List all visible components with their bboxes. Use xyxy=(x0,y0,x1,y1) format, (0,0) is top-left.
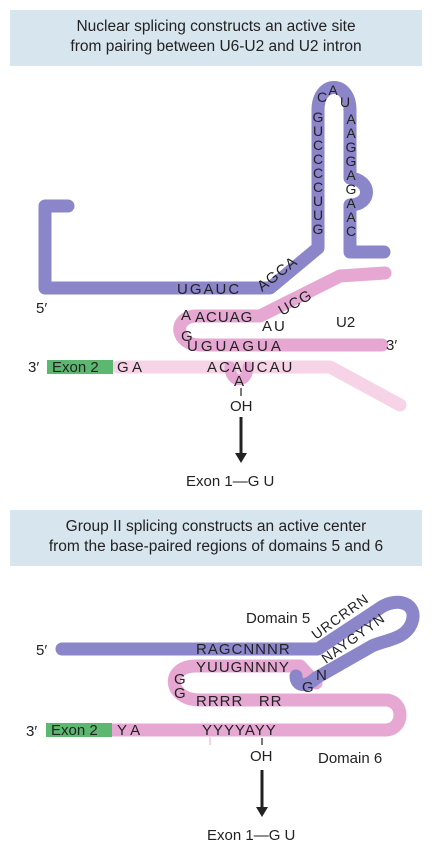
loop-nt: A xyxy=(328,82,338,98)
stem_left-nt: G xyxy=(313,109,324,125)
stem_left-nt: U xyxy=(313,123,323,139)
stem_left-nt: C xyxy=(313,179,323,195)
branch-point-a: A xyxy=(234,373,244,390)
domain6-strand xyxy=(105,659,407,737)
stem_left-nt: C xyxy=(313,137,323,153)
domain5-n: N xyxy=(316,667,327,684)
bulge-a: A xyxy=(181,307,191,324)
top-panel: 5′ 3′ 3′ Exon 2 G A U2 UGAUC AGCA GUCCCC… xyxy=(28,81,407,490)
bottom-exon2-tail: Y A xyxy=(117,722,140,739)
stem_right-nt: G xyxy=(346,139,357,155)
stem_left-nt: C xyxy=(313,165,323,181)
domain6-row3: RRRR RR xyxy=(196,693,283,710)
top-title-line-1: Nuclear splicing constructs an active si… xyxy=(76,18,356,35)
bottom-panel: 5′ 3′ Exon 2 Y A Domain 5 Domain 6 RAGCN… xyxy=(26,590,420,844)
exon2-block-bottom xyxy=(46,723,112,737)
stem_left-nt: C xyxy=(313,151,323,167)
stem_left-nt: U xyxy=(313,207,323,223)
u2-label: U2 xyxy=(336,314,355,331)
domain5-label: Domain 5 xyxy=(246,610,310,627)
domain5-row1: RAGCNNNR xyxy=(196,641,291,658)
stem_right-nt: A xyxy=(346,111,356,127)
stem_right-nt: G xyxy=(346,153,357,169)
top-exon2-label: Exon 2 xyxy=(52,359,99,376)
u2-sequence-row: UGUAGUA xyxy=(187,338,284,355)
intron-sequence-row: ACAUCAU xyxy=(207,359,294,376)
top-three-prime-right: 3′ xyxy=(386,337,397,354)
bottom-exon2-label: Exon 2 xyxy=(51,722,98,739)
bottom-panel-title: Group II splicing constructs an active c… xyxy=(10,510,422,566)
bottom-title-line-2: from the base-paired regions of domains … xyxy=(48,538,384,555)
bulge-g: G xyxy=(181,328,193,345)
branch-bulge xyxy=(224,361,254,386)
u6-strand xyxy=(38,81,391,295)
gg-g1: G xyxy=(174,671,186,688)
bottom-oh: OH xyxy=(250,748,273,765)
gg-g2: G xyxy=(174,685,186,702)
stem_right-nt: A xyxy=(346,167,356,183)
bottom-title-line-1: Group II splicing constructs an active c… xyxy=(65,518,367,535)
top-three-prime-left: 3′ xyxy=(28,359,39,376)
top-exon2-tail: G A xyxy=(117,359,142,376)
stem_right-nt: A xyxy=(346,125,356,141)
bottom-product: Exon 1—G U xyxy=(207,827,295,844)
u2-strand xyxy=(173,266,392,352)
domain6-row4: YYYYAYY xyxy=(202,722,277,739)
bottom-three-prime: 3′ xyxy=(26,723,37,740)
top-five-prime: 5′ xyxy=(36,300,47,317)
intron-strand-light xyxy=(111,360,407,412)
domain5-row2: YUUGNNNY xyxy=(196,659,290,676)
top-title-line-2: from pairing between U6-U2 and U2 intron xyxy=(70,38,362,55)
top-product: Exon 1—G U xyxy=(186,473,274,490)
stem_right-nt: A xyxy=(346,209,356,225)
stem_right-nt: G xyxy=(346,181,357,197)
stem_left-nt: U xyxy=(313,193,323,209)
domain5-g: G xyxy=(302,679,314,696)
bottom-five-prime: 5′ xyxy=(36,642,47,659)
helix-au: AU xyxy=(262,318,287,335)
u6-sequence-row: UGAUC xyxy=(177,281,241,298)
helix-top-sequence: ACUAG xyxy=(195,309,253,326)
top-oh: OH xyxy=(230,398,253,415)
domain6-label: Domain 6 xyxy=(318,750,382,767)
stem_right-nt: C xyxy=(346,223,356,239)
domain5-strand xyxy=(55,595,420,691)
loop-nt: U xyxy=(340,94,350,110)
stem_right-nt: A xyxy=(346,195,356,211)
stem_left-nt: G xyxy=(313,221,324,237)
exon2-block-top xyxy=(47,360,113,374)
top-panel-title: Nuclear splicing constructs an active si… xyxy=(10,10,422,66)
loop-nt: C xyxy=(317,89,327,105)
